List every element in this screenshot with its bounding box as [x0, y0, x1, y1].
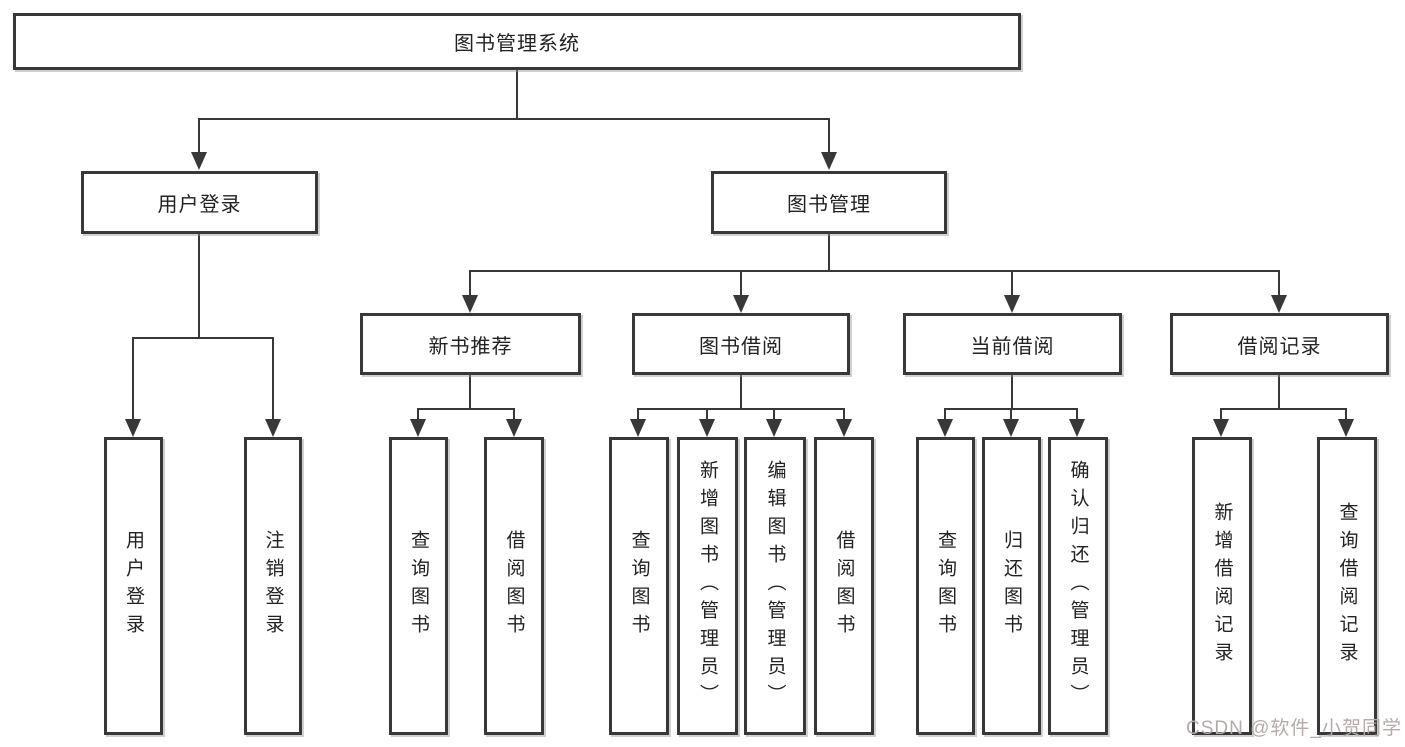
node-library-system-label: 图书管理系统: [454, 33, 580, 55]
connector-user-login-stem: [198, 234, 200, 337]
node-new-book-recommend-label: 新书推荐: [428, 335, 513, 358]
leaf-record-add-label: 新增借阅记录: [1211, 502, 1233, 670]
arrow-down-icon: [1004, 295, 1020, 313]
arrow-down-icon: [191, 152, 207, 170]
connector-drop-user-login: [198, 118, 200, 154]
arrow-down-icon: [1271, 295, 1287, 313]
leaf-borrow-query-books-label: 查询图书: [628, 530, 650, 642]
leaf-current-query-books-label: 查询图书: [935, 530, 956, 642]
arrow-down-icon: [937, 419, 953, 437]
connector-drop-user-login-leaf: [132, 337, 134, 419]
arrow-down-icon: [1213, 419, 1229, 437]
arrow-down-icon: [1003, 419, 1019, 437]
leaf-newbook-borrow-books-label: 借阅图书: [503, 530, 525, 642]
leaf-record-query-label: 查询借阅记录: [1336, 502, 1358, 670]
connector-new-book-stem: [469, 375, 471, 408]
leaf-newbook-query-books: 查询图书: [389, 437, 448, 735]
leaf-record-query: 查询借阅记录: [1317, 437, 1377, 735]
leaf-record-add: 新增借阅记录: [1192, 437, 1252, 735]
node-current-borrow: 当前借阅: [903, 313, 1122, 375]
leaf-current-query-books: 查询图书: [916, 437, 975, 735]
connector-level2-bar: [198, 118, 830, 120]
leaf-borrow-borrow-books-label: 借阅图书: [833, 530, 855, 642]
connector-drop-borrow-add: [706, 408, 708, 421]
connector-level3-bar: [469, 270, 1280, 272]
leaf-user-login-label: 用户登录: [123, 530, 144, 642]
node-borrow-record-label: 借阅记录: [1237, 335, 1322, 358]
connector-drop-record-query: [1345, 408, 1347, 421]
arrow-down-icon: [699, 419, 715, 437]
connector-book-mgmt-stem: [828, 234, 830, 270]
leaf-current-return-books-label: 归还图书: [1001, 530, 1022, 642]
node-user-login-label: 用户登录: [157, 194, 242, 216]
arrow-down-icon: [733, 295, 749, 313]
connector-drop-book-mgmt: [828, 118, 830, 154]
leaf-borrow-add-books-admin: 新增图书（管理员）: [677, 437, 738, 735]
leaf-current-confirm-return-admin-label: 确认归还（管理员）: [1067, 460, 1089, 712]
connector-drop-book-borrow: [740, 270, 742, 297]
node-book-borrow-label: 图书借阅: [699, 335, 783, 358]
arrow-down-icon: [836, 419, 852, 437]
arrow-down-icon: [821, 152, 837, 170]
leaf-newbook-borrow-books: 借阅图书: [484, 437, 544, 735]
connector-user-login-bar: [132, 337, 274, 339]
arrow-down-icon: [1338, 419, 1354, 437]
leaf-borrow-edit-books-admin-label: 编辑图书（管理员）: [764, 460, 786, 712]
leaf-borrow-edit-books-admin: 编辑图书（管理员）: [744, 437, 806, 735]
arrow-down-icon: [506, 419, 522, 437]
connector-drop-borrow-query: [637, 408, 639, 421]
node-book-mgmt-label: 图书管理: [787, 194, 871, 216]
connector-drop-logout: [272, 337, 274, 419]
arrow-down-icon: [630, 419, 646, 437]
node-book-borrow: 图书借阅: [632, 313, 850, 375]
connector-borrow-record-bar: [1220, 408, 1347, 410]
connector-drop-current-return: [1010, 408, 1012, 421]
node-book-mgmt: 图书管理: [711, 171, 947, 234]
csdn-watermark: CSDN @软件_小贺同学: [1186, 718, 1402, 739]
leaf-newbook-query-books-label: 查询图书: [408, 530, 429, 642]
connector-current-borrow-stem: [1011, 375, 1013, 408]
connector-root-stem: [516, 70, 518, 118]
node-library-system: 图书管理系统: [13, 13, 1021, 70]
leaf-user-login: 用户登录: [104, 437, 163, 735]
leaf-borrow-query-books: 查询图书: [609, 437, 669, 735]
connector-drop-newbook-query: [417, 408, 419, 421]
connector-drop-borrow-borrow: [843, 408, 845, 421]
connector-book-borrow-bar: [637, 408, 845, 410]
node-borrow-record: 借阅记录: [1170, 313, 1389, 375]
connector-drop-current-confirm: [1076, 408, 1078, 421]
connector-drop-current-query: [944, 408, 946, 421]
connector-drop-current-borrow: [1011, 270, 1013, 297]
connector-drop-borrow-edit: [773, 408, 775, 421]
arrow-down-icon: [125, 419, 141, 437]
leaf-logout: 注销登录: [244, 437, 302, 735]
arrow-down-icon: [766, 419, 782, 437]
connector-new-book-bar: [417, 408, 515, 410]
leaf-borrow-borrow-books: 借阅图书: [814, 437, 874, 735]
arrow-down-icon: [1069, 419, 1085, 437]
leaf-borrow-add-books-admin-label: 新增图书（管理员）: [697, 460, 718, 712]
leaf-current-return-books: 归还图书: [982, 437, 1041, 735]
connector-drop-record-add: [1220, 408, 1222, 421]
node-new-book-recommend: 新书推荐: [360, 313, 581, 375]
connector-drop-borrow-record: [1278, 270, 1280, 297]
connector-borrow-record-stem: [1278, 375, 1280, 408]
leaf-current-confirm-return-admin: 确认归还（管理员）: [1048, 437, 1108, 735]
leaf-logout-label: 注销登录: [262, 530, 284, 642]
node-current-borrow-label: 当前借阅: [970, 335, 1055, 358]
connector-drop-newbook-borrow: [513, 408, 515, 421]
node-user-login: 用户登录: [81, 171, 318, 234]
connector-drop-new-book: [469, 270, 471, 297]
arrow-down-icon: [265, 419, 281, 437]
arrow-down-icon: [410, 419, 426, 437]
connector-book-borrow-stem: [740, 375, 742, 408]
arrow-down-icon: [462, 295, 478, 313]
